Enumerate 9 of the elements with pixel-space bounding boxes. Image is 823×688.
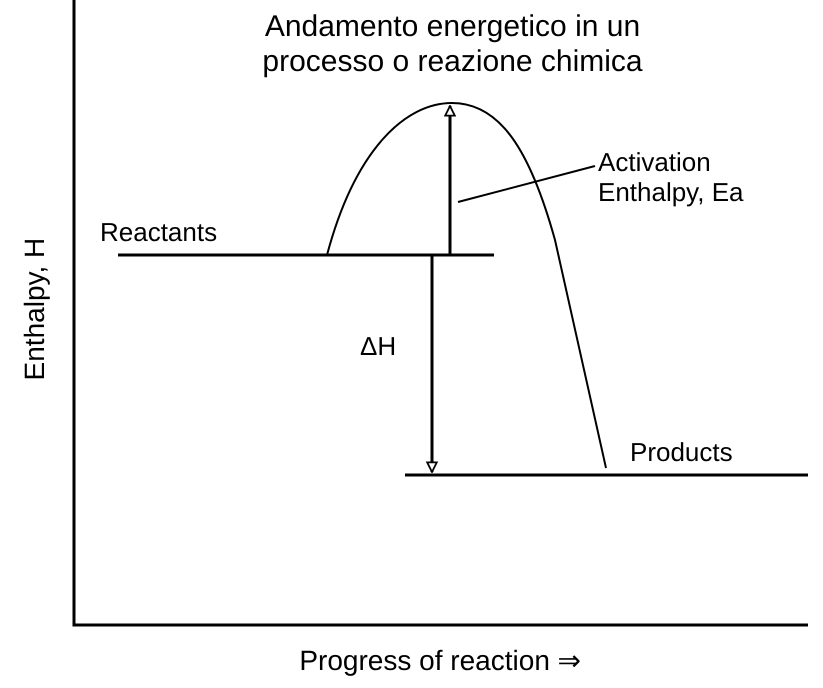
axis-title: Progress of reaction ⇒	[298, 645, 582, 678]
chart-title: Andamento energetico in un processo o reazione chimica	[261, 10, 644, 79]
level-label: Reactants	[100, 218, 218, 248]
axis-title: Enthalpy, H	[18, 236, 51, 382]
activation-enthalpy-arrow	[444, 105, 456, 255]
callout-label: Activation Enthalpy, Ea	[598, 148, 798, 208]
delta-h-label: ΔH	[360, 332, 396, 362]
leader-line	[458, 165, 596, 203]
level-label: Products	[630, 438, 733, 468]
